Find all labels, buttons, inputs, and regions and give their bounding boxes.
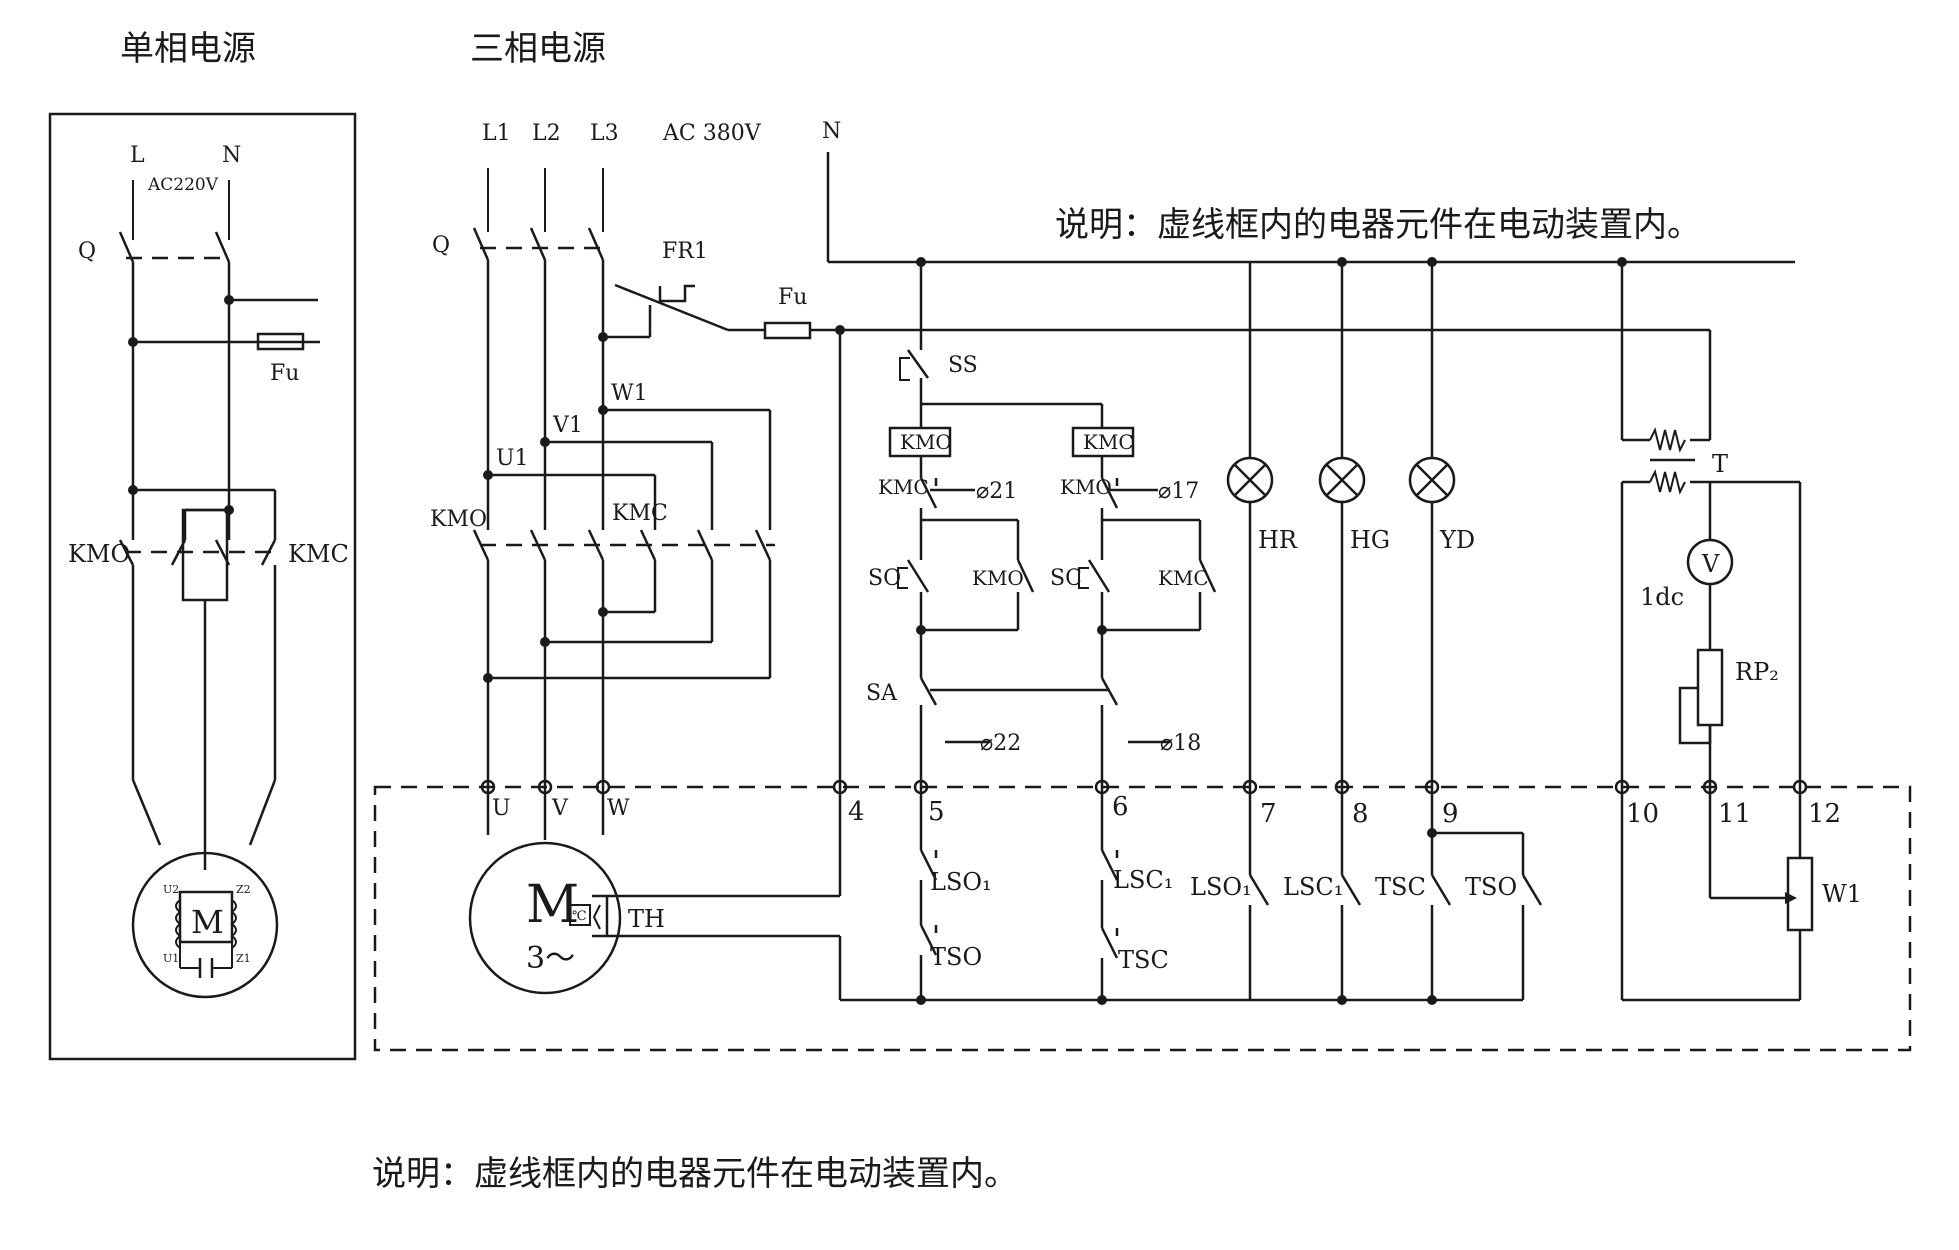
ctl-KMC-coil: KMC <box>1083 430 1134 454</box>
tp-motor <box>468 841 622 995</box>
rp2 <box>1696 648 1724 727</box>
ctl-t21: ⌀21 <box>976 479 1017 504</box>
ctl-t22: ⌀22 <box>980 731 1021 756</box>
ctl-t18: ⌀18 <box>1160 731 1201 756</box>
terminal-10: 10 <box>1626 799 1659 829</box>
tp-motor-3phase: 3～ <box>526 941 575 976</box>
ctl-V: V <box>1701 550 1720 578</box>
tp-FR1: FR1 <box>662 239 708 264</box>
ctl-T: T <box>1712 450 1728 478</box>
tp-U: U <box>492 796 511 821</box>
sp-voltage: AC220V <box>147 175 219 195</box>
tp-L2: L2 <box>532 121 561 146</box>
tp-deg: ℃ <box>572 909 587 924</box>
tp-KMC: KMC <box>612 501 668 526</box>
tp-voltage: AC 380V <box>662 121 762 146</box>
sp-label-L: L <box>130 143 145 168</box>
ctl-ldc: 1dc <box>1640 583 1684 611</box>
tp-V: V <box>551 796 569 821</box>
sp-label-N: N <box>222 143 241 168</box>
ctl-SC: SC <box>1050 566 1082 591</box>
single-phase-frame <box>48 112 357 1061</box>
terminal-4: 4 <box>848 797 865 827</box>
tp-Fu: Fu <box>778 285 807 310</box>
sp-motor-M: M <box>191 903 224 941</box>
control-circuit: SS KMO KMC KMC ⌀21 KMO ⌀17 SO KMO <box>826 152 1802 1000</box>
sp-Z1: Z1 <box>236 952 251 965</box>
ctl-W1: W1 <box>1822 880 1862 908</box>
terminal-5: 5 <box>928 797 945 827</box>
ctl-RP2: RP₂ <box>1735 658 1779 686</box>
device-frame: 4 5 6 7 8 9 10 11 12 LSO₁ TSO LSC₁ TSC L… <box>373 779 1912 1052</box>
ctl-KMO-no: KMO <box>972 566 1024 590</box>
tp-Q: Q <box>432 233 450 258</box>
ctl-HR: HR <box>1258 526 1298 554</box>
sp-label-Fu: Fu <box>270 361 299 386</box>
ctl-YD: YD <box>1439 526 1475 554</box>
ctl-SS: SS <box>948 353 978 378</box>
ctl-KMO-nc: KMO <box>1060 475 1112 499</box>
terminal-9: 9 <box>1442 799 1459 829</box>
sp-label-KMC: KMC <box>288 540 349 568</box>
ctl-TSC: TSC <box>1118 946 1169 974</box>
sp-Z2: Z2 <box>236 883 251 896</box>
ctl-TSOb: TSO <box>1465 873 1517 901</box>
ctl-LSC1b: LSC₁ <box>1283 873 1343 901</box>
tp-KMO: KMO <box>430 507 487 532</box>
tp-W: W <box>607 796 630 821</box>
tp-L3: L3 <box>590 121 619 146</box>
pot-W1 <box>1786 856 1814 932</box>
sp-label-Q: Q <box>78 239 96 264</box>
sp-fuse <box>256 332 305 351</box>
tp-TH: TH <box>628 905 665 933</box>
terminal-6: 6 <box>1112 792 1129 822</box>
single-phase-title: 单相电源 <box>120 29 256 69</box>
tp-W1: W1 <box>611 381 648 406</box>
three-phase-circuit: L1 L2 L3 AC 380V N Q FR1 Fu U1 V1 W1 <box>430 119 1710 995</box>
three-phase-title: 三相电源 <box>470 29 606 69</box>
sp-U1: U1 <box>163 952 179 965</box>
sp-motor <box>131 851 279 999</box>
sp-label-KMO: KMO <box>68 540 130 568</box>
terminal-12: 12 <box>1808 799 1841 829</box>
ctl-KMC-no: KMC <box>1158 566 1209 590</box>
ctl-TSCb: TSC <box>1375 873 1426 901</box>
single-phase-circuit: L N AC220V Q Fu KMO KMC <box>48 112 357 1061</box>
tp-L1: L1 <box>482 121 511 146</box>
ctl-SO: SO <box>868 566 901 591</box>
ctl-LSO1: LSO₁ <box>930 868 992 896</box>
terminal-row <box>480 779 1808 795</box>
ctl-SA: SA <box>866 681 898 706</box>
note-top: 说明：虚线框内的电器元件在电动装置内。 <box>1055 205 1701 245</box>
tp-N: N <box>822 119 841 144</box>
ctl-KMC-nc: KMC <box>878 475 929 499</box>
ctl-KMO-coil: KMO <box>900 430 952 454</box>
terminal-8: 8 <box>1352 799 1369 829</box>
ctl-t17: ⌀17 <box>1158 479 1199 504</box>
terminal-7: 7 <box>1260 799 1277 829</box>
ctl-LSO1b: LSO₁ <box>1190 873 1252 901</box>
sp-U2: U2 <box>163 883 179 896</box>
tp-fuse <box>763 321 812 340</box>
ctl-TSO: TSO <box>930 943 982 971</box>
note-bottom: 说明：虚线框内的电器元件在电动装置内。 <box>372 1154 1018 1194</box>
terminal-11: 11 <box>1718 799 1751 829</box>
tp-V1: V1 <box>552 413 583 438</box>
ctl-HG: HG <box>1350 526 1390 554</box>
ctl-LSC1: LSC₁ <box>1113 866 1173 894</box>
tp-U1: U1 <box>496 446 529 471</box>
